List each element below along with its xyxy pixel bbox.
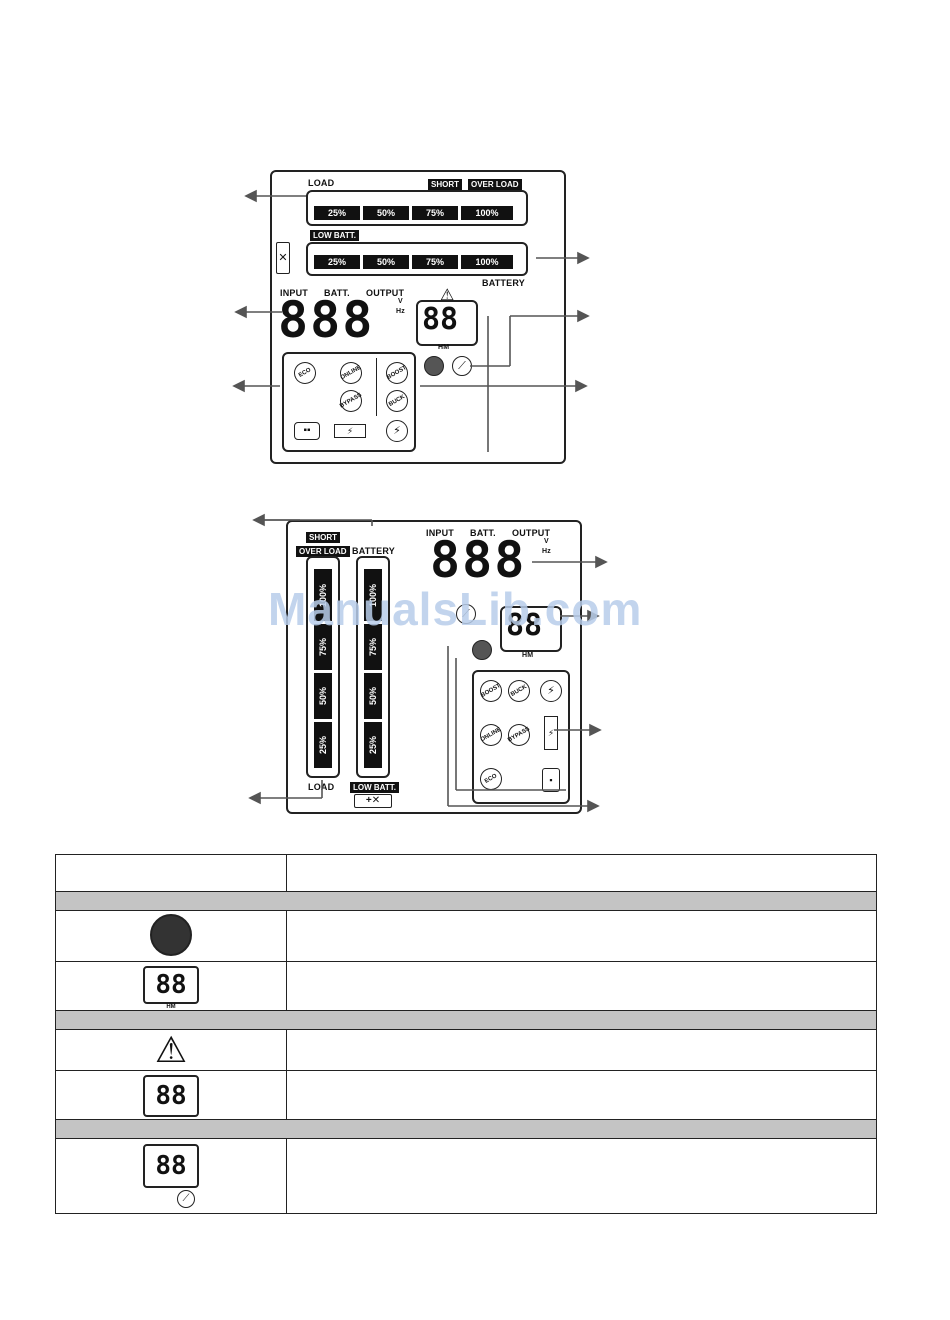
diagram1-arrows: [232, 189, 590, 452]
mode-panel-2: BOOST BUCK ONLINE BYPASS ECO ⚡ ⚡ ▪: [472, 670, 570, 804]
wrench-icon-table: ⟋: [177, 1190, 195, 1208]
small-digit-display: 88: [422, 302, 459, 337]
small-digit-display-2: 88: [506, 608, 543, 643]
table-row: 88 ⟋: [55, 1138, 877, 1214]
table-row: [55, 910, 877, 962]
table-section-row: [55, 1119, 877, 1139]
battery-bar-75: 75%: [412, 255, 458, 269]
wrench-icon-2: ⟋: [456, 604, 476, 624]
overload-indicator-2: OVER LOAD: [296, 546, 350, 557]
small-digit-panel: 88: [416, 300, 478, 346]
volt-unit: V: [398, 298, 403, 305]
short-indicator-2: SHORT: [306, 532, 340, 543]
ac-outlet-icon-2: ▪: [542, 768, 560, 792]
small-digit-panel-2: 88: [500, 606, 562, 652]
hz-unit-2: Hz: [542, 548, 551, 555]
ac-outlet-icon: ▪▪: [294, 422, 320, 440]
fan-icon-table: [150, 914, 192, 956]
table-section-row: [55, 891, 877, 911]
load-bar-50: 50%: [363, 206, 409, 220]
batt-label-2: BATT.: [470, 528, 496, 538]
table-row: 88: [55, 1070, 877, 1120]
table-row: 88 HM: [55, 961, 877, 1011]
load-bar-25: 25%: [314, 206, 360, 220]
hm-label-2: HM: [522, 652, 534, 659]
lowbatt-indicator-2: LOW BATT.: [350, 782, 399, 793]
batt-label: BATT.: [324, 288, 350, 298]
divider: [376, 358, 377, 416]
hz-unit: Hz: [396, 308, 405, 315]
load-label-2: LOAD: [308, 782, 335, 792]
table-section-row: [55, 1010, 877, 1030]
battery-fault-icon-2: +✕: [354, 794, 392, 808]
volt-unit-2: V: [544, 538, 549, 545]
lowbatt-indicator: LOW BATT.: [310, 230, 359, 241]
lcd-diagram-horizontal: LOAD SHORT OVER LOAD 25% 50% 75% 100% LO…: [270, 170, 566, 464]
load-bar-100: 100%: [461, 206, 513, 220]
hm-label-table: HM: [166, 1004, 176, 1010]
warning-icon-table: ⚠: [154, 1029, 188, 1070]
small-digit-icon-table-2: 88: [143, 1075, 199, 1117]
main-digit-display: 888: [278, 291, 375, 349]
output-label: OUTPUT: [366, 288, 405, 298]
inverter-icon: ⚡: [386, 420, 408, 442]
battery-label-2: BATTERY: [352, 546, 395, 556]
battery-icon: ⚡: [334, 424, 366, 438]
load-bar-75: 75%: [412, 206, 458, 220]
small-digit-icon-table-3: 88: [143, 1144, 199, 1188]
mode-panel: ECO ONLINE BYPASS BOOST BUCK ▪▪ ⚡ ⚡: [282, 352, 416, 452]
input-label: INPUT: [280, 288, 308, 298]
table-row: ⚠: [55, 1029, 877, 1071]
fan-icon-2: [472, 640, 492, 660]
input-label-2: INPUT: [426, 528, 454, 538]
lcd-diagram-vertical: SHORT OVER LOAD BATTERY 25% 50% 75% 100%…: [286, 520, 582, 814]
battery-bar-25: 25%: [314, 255, 360, 269]
output-label-2: OUTPUT: [512, 528, 551, 538]
battery-bar-100: 100%: [461, 255, 513, 269]
battery-bar-50: 50%: [363, 255, 409, 269]
battery-label: BATTERY: [482, 278, 525, 288]
icon-description-table: 88 HM ⚠ 88 88 ⟋: [55, 854, 877, 1214]
small-digit-icon-table: 88: [143, 966, 199, 1004]
hm-label: HM: [438, 344, 450, 351]
inverter-icon-2: ⚡: [540, 680, 562, 702]
fan-icon: [424, 356, 444, 376]
overload-indicator: OVER LOAD: [468, 179, 522, 190]
load-bar-panel-2: 25% 50% 75% 100%: [306, 556, 340, 778]
load-label: LOAD: [308, 178, 335, 188]
battery-icon-2: ⚡: [544, 716, 558, 750]
watermark: ManualsLib.com: [268, 583, 643, 635]
battery-fault-icon: ✕: [276, 242, 290, 274]
load-bar-panel: 25% 50% 75% 100%: [306, 190, 528, 226]
warning-icon: ⚠: [440, 287, 455, 304]
battery-bar-panel: 25% 50% 75% 100%: [306, 242, 528, 276]
battery-bar-panel-2: 25% 50% 75% 100%: [356, 556, 390, 778]
diagram2-arrows: [248, 513, 608, 813]
short-indicator: SHORT: [428, 179, 462, 190]
table-header-row: [55, 854, 877, 892]
main-digit-display-2: 888: [430, 531, 527, 589]
